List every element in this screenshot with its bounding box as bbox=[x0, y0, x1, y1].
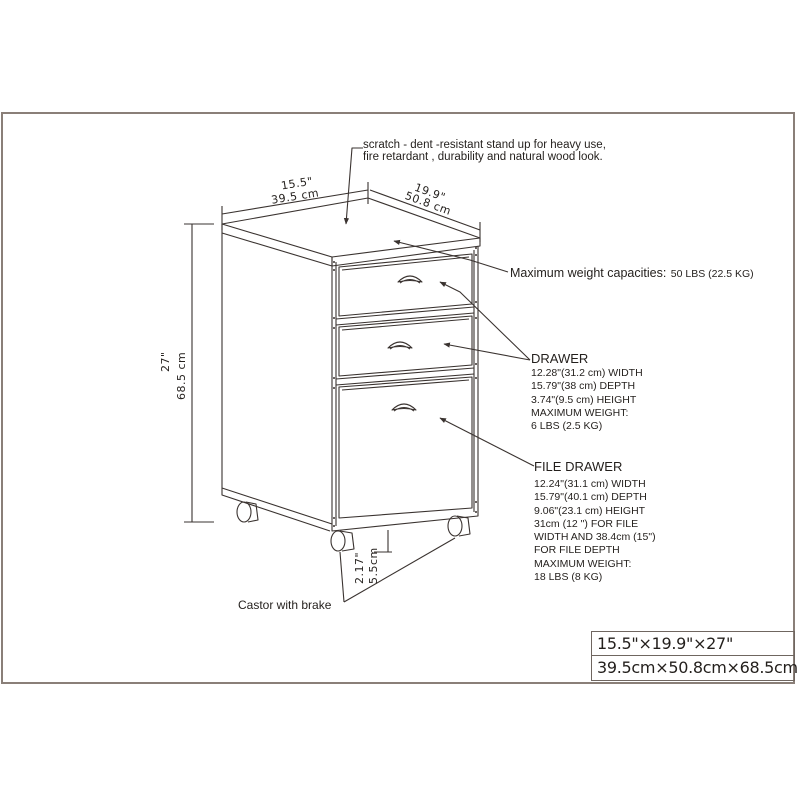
drawer-spec-title: DRAWER bbox=[531, 351, 589, 366]
finish-note-line1: scratch - dent -resistant stand up for h… bbox=[363, 139, 606, 151]
castor-front-right bbox=[447, 515, 471, 537]
file-drawer-spec-line: MAXIMUM WEIGHT: bbox=[534, 557, 632, 570]
drawer-spec-line: 15.79"(38 cm) DEPTH bbox=[531, 380, 636, 393]
drawer-spec-line: 12.28"(31.2 cm) WIDTH bbox=[531, 367, 643, 379]
overall-dimensions-metric: 39.5cm×50.8cm×68.5cm bbox=[597, 658, 798, 677]
overall-dimensions-imperial: 15.5"×19.9"×27" bbox=[592, 632, 794, 656]
castor-note: Castor with brake bbox=[238, 598, 332, 612]
overall-dimension-table: 15.5"×19.9"×27" 39.5cm×50.8cm×68.5cm bbox=[591, 631, 798, 681]
max-capacity-note: Maximum weight capacities: 50 LBS (22.5 … bbox=[510, 265, 754, 281]
file-drawer-spec-line: 31cm (12 ") FOR FILE bbox=[534, 517, 639, 530]
drawer-top bbox=[338, 253, 473, 317]
file-drawer-spec-line: 15.79"(40.1 cm) DEPTH bbox=[534, 491, 647, 504]
file-drawer-spec-line: FOR FILE DEPTH bbox=[534, 544, 620, 557]
height-inches-label: 27" bbox=[159, 351, 172, 372]
max-capacity-value: 50 LBS (22.5 KG) bbox=[670, 268, 754, 280]
castor-height-inches-label: 2.17" bbox=[353, 551, 366, 584]
file-drawer-spec-title: FILE DRAWER bbox=[534, 459, 623, 474]
drawer-spec-line: 6 LBS (2.5 KG) bbox=[531, 420, 603, 433]
drawer-file bbox=[338, 376, 473, 519]
file-drawer-spec-line: 12.24"(31.1 cm) WIDTH bbox=[534, 478, 646, 490]
castor-height-cm-label: 5.5cm bbox=[367, 547, 380, 584]
castor-back-left bbox=[236, 501, 259, 523]
file-drawer-spec-line: 9.06"(23.1 cm) HEIGHT bbox=[534, 504, 646, 517]
file-drawer-spec-line: 18 LBS (8 KG) bbox=[534, 571, 603, 584]
file-drawer-spec: FILE DRAWER 12.24"(31.1 cm) WIDTH 15.79"… bbox=[534, 460, 656, 584]
drawer-spec: DRAWER 12.28"(31.2 cm) WIDTH 15.79"(38 c… bbox=[531, 352, 643, 433]
frame-screws bbox=[333, 247, 477, 527]
drawer-middle bbox=[338, 315, 473, 377]
cabinet-front-frame bbox=[331, 246, 479, 532]
drawer-spec-line: MAXIMUM WEIGHT: bbox=[531, 406, 629, 419]
finish-note-line2: fire retardant , durability and natural … bbox=[363, 151, 603, 163]
cabinet-side bbox=[221, 233, 333, 532]
castor-front-left bbox=[330, 530, 355, 552]
drawer-spec-line: 3.74"(9.5 cm) HEIGHT bbox=[531, 393, 637, 406]
outer-frame bbox=[1, 112, 795, 684]
height-cm-label: 68.5 cm bbox=[175, 351, 188, 400]
file-drawer-spec-line: WIDTH AND 38.4cm (15") bbox=[534, 531, 656, 544]
max-capacity-label: Maximum weight capacities: bbox=[510, 266, 667, 280]
